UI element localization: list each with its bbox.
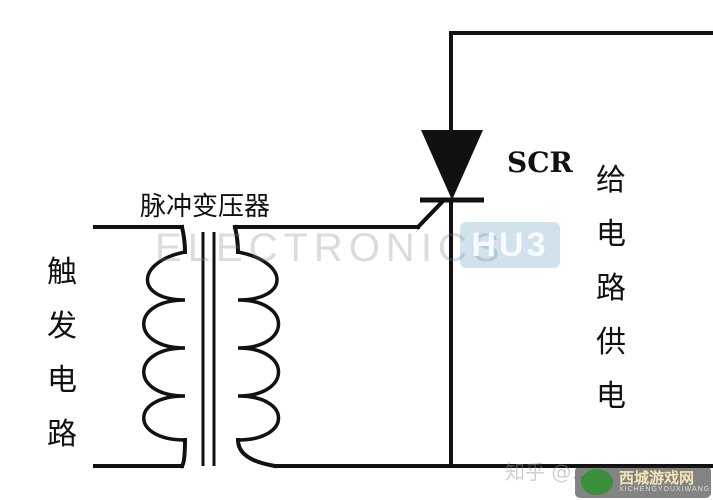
logo-subtitle: XICHENGYOUXIWANG <box>619 486 711 493</box>
watermark-electronics: ELECTRONICS <box>155 226 506 270</box>
transformer-label: 脉冲变压器 <box>140 192 271 222</box>
logo-title: 西城游戏网 <box>619 469 695 487</box>
watermark-logo: 西城游戏网 XICHENGYOUXIWANG <box>575 466 711 498</box>
secondary-top-lead <box>232 224 241 255</box>
scr-triangle <box>421 130 483 200</box>
secondary-bottom-lead <box>235 437 278 469</box>
watermark-badge: HU3 <box>460 222 560 268</box>
transformer-core <box>201 232 216 466</box>
primary-coil <box>142 250 186 442</box>
gate-lead <box>415 197 447 230</box>
primary-top-lead <box>179 224 188 255</box>
secondary-coil <box>237 250 281 442</box>
supply-label: 给电路供电 <box>596 163 626 414</box>
scr-label: SCR <box>507 146 573 179</box>
scr-symbol <box>420 130 484 203</box>
logo-mark-icon <box>581 469 613 495</box>
trigger-circuit-label: 触发电路 <box>47 255 77 452</box>
primary-bottom-lead <box>179 437 188 469</box>
